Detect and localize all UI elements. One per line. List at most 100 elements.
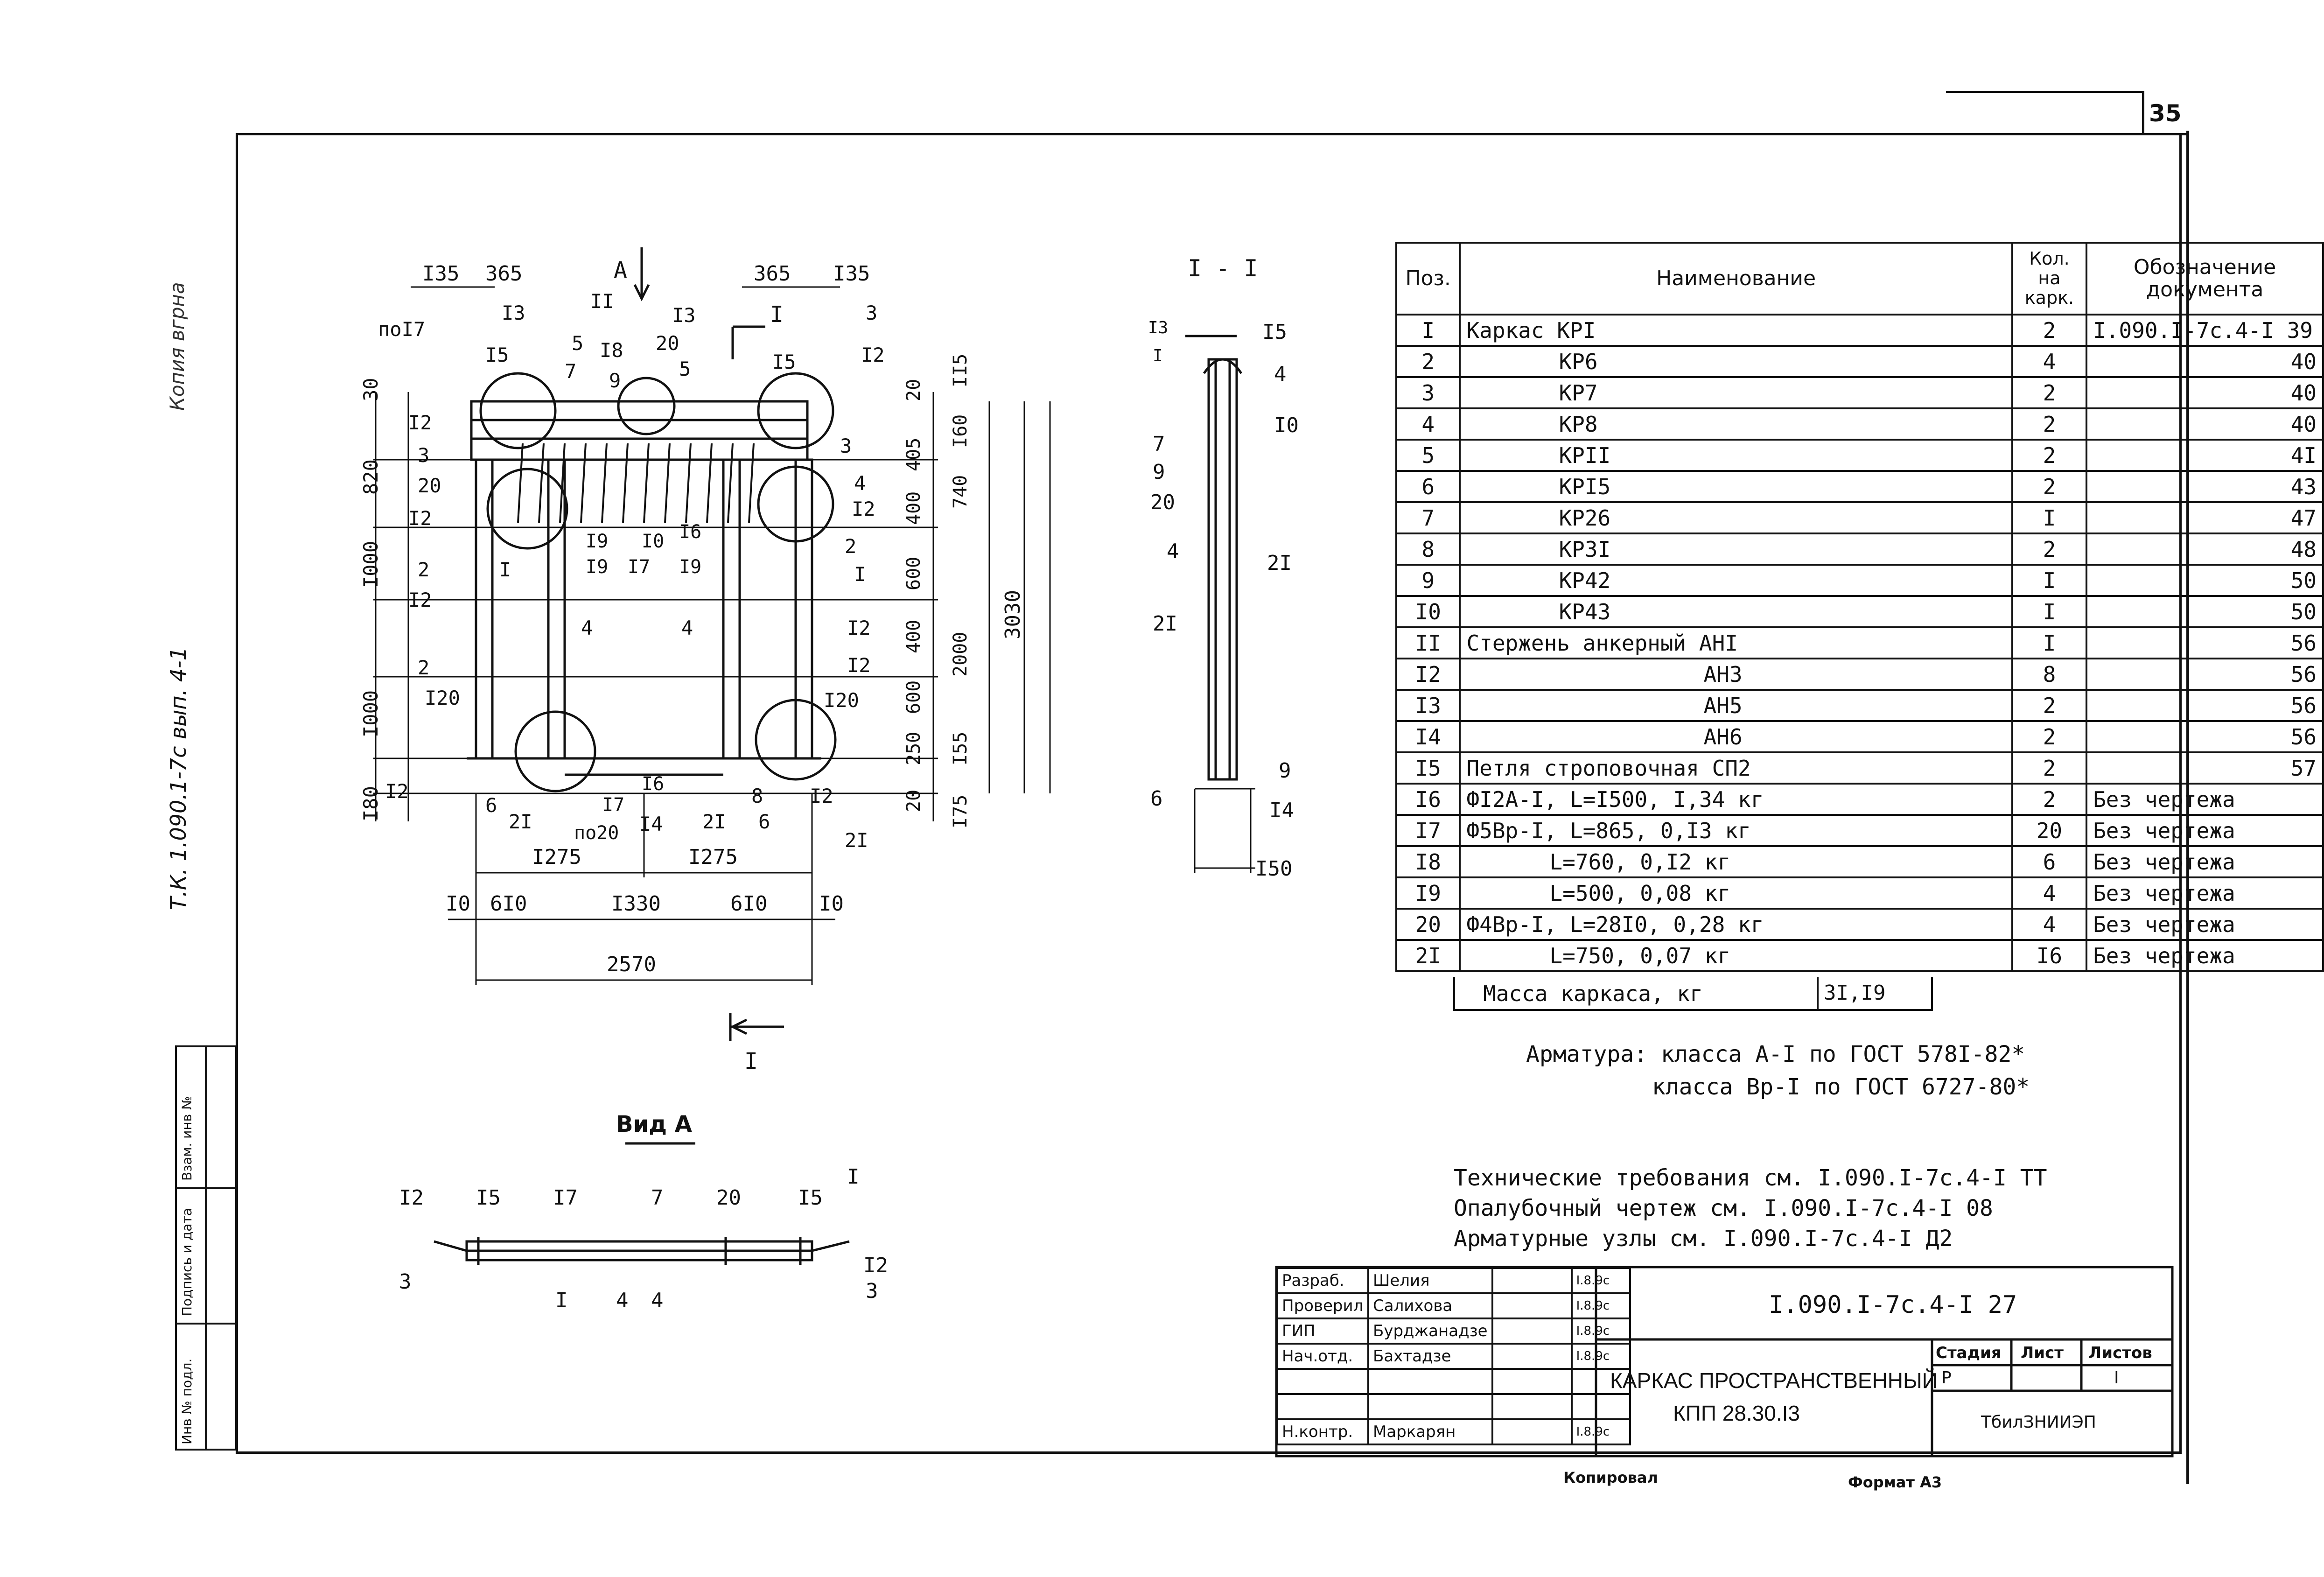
dim-10b: I0 — [819, 892, 844, 916]
spec-pos: I4 — [1395, 720, 1461, 753]
spec-doc: Без чертежа — [2086, 814, 2324, 847]
callout-12f: I2 — [847, 617, 871, 639]
sec-label-20: 20 — [1150, 491, 1175, 514]
va-label-4a: 4 — [616, 1289, 629, 1312]
signature-cell — [1491, 1267, 1573, 1294]
va-label-12b: I2 — [863, 1254, 888, 1277]
callout-19c: I9 — [679, 556, 702, 578]
spec-pos: 2 — [1395, 345, 1461, 378]
spec-pos: 20 — [1395, 908, 1461, 941]
spec-name: ФI2А-I, L=I500, I,34 кг — [1459, 783, 2013, 816]
va-label-15a: I5 — [476, 1186, 501, 1210]
spec-qty: 2 — [2011, 376, 2088, 409]
spec-qty: I — [2011, 595, 2088, 628]
spec-doc: 56 — [2086, 658, 2324, 691]
callout-12i: I2 — [810, 785, 833, 807]
spec-name: КР6 — [1459, 345, 2013, 378]
signature-cell — [1491, 1343, 1573, 1370]
dim-135-right: I35 — [833, 262, 870, 286]
spec-doc: 50 — [2086, 564, 2324, 597]
spec-doc: Без чертежа — [2086, 783, 2324, 816]
callout-12e: I2 — [852, 498, 875, 520]
signature-cell — [1491, 1393, 1573, 1420]
va-label-15b: I5 — [798, 1186, 823, 1210]
spec-name: Каркас КРI — [1459, 314, 2013, 347]
callout-14a: I4 — [639, 813, 663, 835]
spec-header-row: Поз. Наименование Кол. на карк. Обозначе… — [1395, 242, 2324, 315]
dim-155: I55 — [950, 731, 971, 765]
callout-1a: I — [854, 563, 866, 586]
spec-qty: 2 — [2011, 407, 2088, 441]
signature-cell — [1491, 1292, 1573, 1319]
spec-doc: 56 — [2086, 720, 2324, 753]
dim-10a: I0 — [446, 892, 470, 916]
callout-8: 8 — [751, 785, 763, 807]
left-stamp — [175, 1045, 237, 1451]
spec-doc: 56 — [2086, 626, 2324, 659]
spec-name: L=750, 0,07 кг — [1459, 939, 2013, 972]
va-label-17: I7 — [553, 1186, 578, 1210]
dim-3030: 3030 — [1001, 590, 1025, 639]
spec-name: АН6 — [1459, 720, 2013, 753]
spec-pos: 6 — [1395, 470, 1461, 503]
spec-pos: I2 — [1395, 658, 1461, 691]
callout-19b: I9 — [586, 556, 609, 578]
dim-20b: 20 — [903, 789, 924, 812]
callout-12d: I2 — [408, 589, 432, 611]
spec-name: L=760, 0,I2 кг — [1459, 845, 2013, 878]
signatory-date: I.8.9с — [1570, 1418, 1631, 1445]
spec-name: Ф5Вр-I, L=865, 0,I3 кг — [1459, 814, 2013, 847]
dim-135-left: I35 — [422, 262, 460, 286]
spec-doc: I.090.I-7с.4-I 39 — [2086, 314, 2324, 347]
spec-name: КР8 — [1459, 407, 2013, 441]
callout-2b: 2 — [845, 535, 857, 558]
spec-doc: 4I — [2086, 439, 2324, 472]
copied-label: Копировал — [1563, 1469, 1658, 1486]
dim-740: 740 — [950, 475, 971, 509]
spec-qty: 2 — [2011, 720, 2088, 753]
sec-label-21a: 2I — [1267, 551, 1292, 575]
callout-21a: 2I — [509, 810, 532, 833]
dim-1000a: I000 — [359, 540, 382, 588]
spec-name: Ф4Вр-I, L=28I0, 0,28 кг — [1459, 908, 2013, 941]
spec-doc: Без чертежа — [2086, 908, 2324, 941]
spec-qty: 2 — [2011, 751, 2088, 785]
callout-17b: I7 — [602, 794, 625, 816]
va-label-3b: 3 — [866, 1279, 878, 1303]
section-body — [1207, 358, 1238, 781]
signatory-role: ГИП — [1276, 1318, 1369, 1345]
sec-label-15: I5 — [1262, 320, 1287, 344]
callout-3a: 3 — [866, 301, 878, 324]
signature-cell — [1491, 1318, 1573, 1345]
view-a-title: Вид А — [616, 1111, 692, 1137]
va-label-4b: 4 — [651, 1289, 664, 1312]
callout-12g: I2 — [847, 654, 871, 677]
sec-label-4a: 4 — [1274, 362, 1287, 386]
mass-row: Масса каркаса, кг 3I,I9 — [1453, 977, 1933, 1011]
va-label-1a: I — [847, 1165, 860, 1189]
sec-label-1: I — [1153, 346, 1163, 365]
title-line-1: КАРКАС ПРОСТРАНСТВЕННЫЙ — [1610, 1368, 1938, 1393]
note-tech-3: Арматурные узлы см. I.090.I-7с.4-I Д2 — [1454, 1226, 1953, 1252]
callout-10: I0 — [642, 531, 665, 552]
spec-doc: 48 — [2086, 533, 2324, 566]
spec-qty: I6 — [2011, 939, 2088, 972]
title-block-outline — [1275, 1266, 2174, 1458]
spec-qty: 4 — [2011, 345, 2088, 378]
signatory-role: Нач.отд. — [1276, 1343, 1369, 1370]
va-label-20: 20 — [716, 1186, 741, 1210]
spec-pos: II — [1395, 626, 1461, 659]
spec-qty: 2 — [2011, 533, 2088, 566]
spec-qty: I — [2011, 626, 2088, 659]
